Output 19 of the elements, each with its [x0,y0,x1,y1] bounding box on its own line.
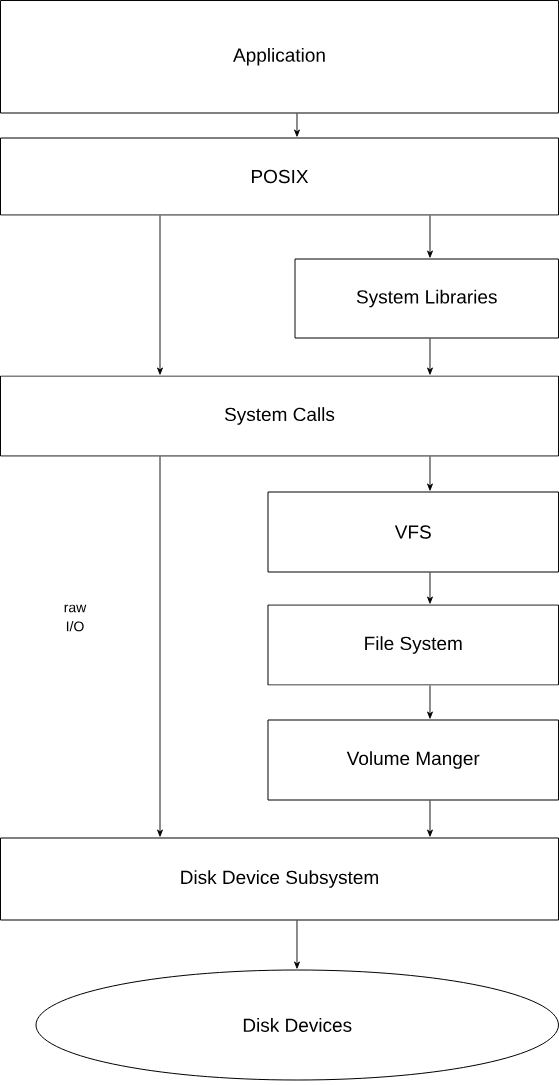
arrow [427,338,433,375]
arrow [157,215,163,375]
process-box: File System [267,604,559,686]
arrow [427,215,433,258]
process-box: Volume Manger [267,719,559,801]
arrow [427,456,433,491]
process-box: System Calls [0,375,559,457]
process-box: POSIX [0,137,559,216]
arrow [427,572,433,604]
side-label: raw I/O [64,604,87,632]
arrow [427,685,433,719]
arrow [427,800,433,837]
process-box: Disk Device Subsystem [0,837,559,921]
process-box: VFS [267,491,559,573]
arrow [157,456,163,837]
arrow [294,920,300,969]
process-box: System Libraries [294,258,559,339]
process-box: Application [0,0,559,114]
arrow [294,113,300,137]
